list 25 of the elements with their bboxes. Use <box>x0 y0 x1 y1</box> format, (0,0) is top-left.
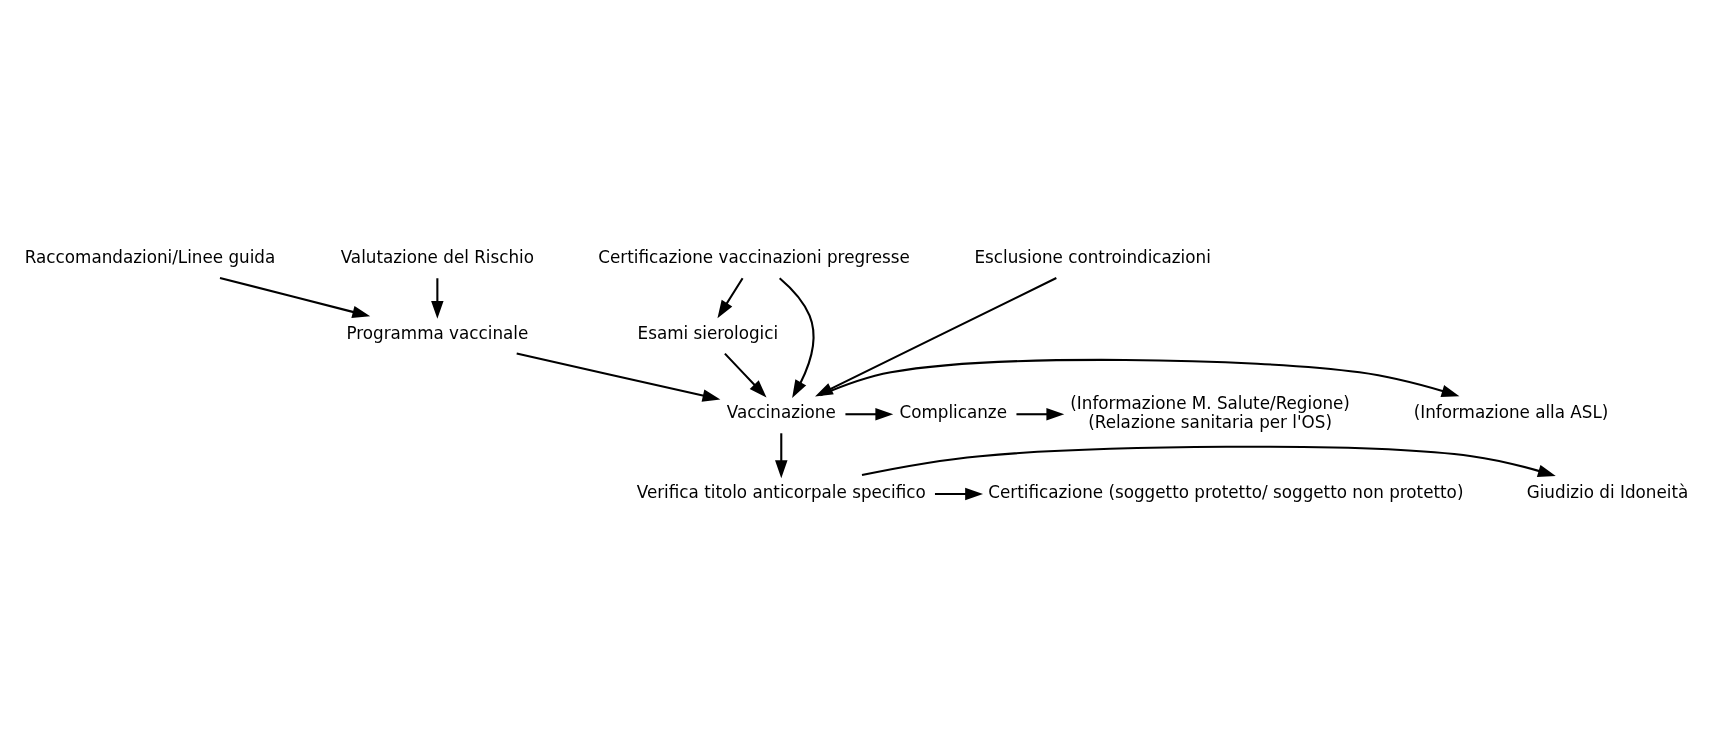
node-text: (Informazione M. Salute/Regione) (Relazione sanitaria per l'OS) <box>1070 392 1350 432</box>
node-text: Programma vaccinale <box>346 322 529 343</box>
node-text: Complicanze <box>899 402 1007 423</box>
node-text: Valutazione del Rischio <box>340 247 535 268</box>
node-text: Esami sierologici <box>637 322 779 343</box>
arrow <box>861 445 1556 477</box>
node-text: Raccomandazioni/Linee guida <box>24 247 276 268</box>
node-text: Certificazione vaccinazioni pregresse <box>598 247 910 268</box>
arrow <box>516 352 721 402</box>
node-text: Certificazione (soggetto protetto/ soggetto non protetto) <box>988 481 1464 502</box>
arrow <box>845 408 894 421</box>
arrow <box>717 277 744 319</box>
node-text: Esclusione controindicazioni <box>974 247 1211 268</box>
arrow <box>775 433 788 479</box>
arrow <box>219 276 371 318</box>
arrow <box>819 358 1460 397</box>
node-text: Giudizio di Idoneità <box>1526 481 1689 502</box>
arrow <box>431 278 444 319</box>
node-text: Verifica titolo anticorpale specifico <box>636 481 926 502</box>
arrow <box>934 487 983 501</box>
arrow <box>779 277 815 398</box>
node-text: Vaccinazione <box>726 402 836 423</box>
arrow <box>1016 408 1065 421</box>
node-text: (Informazione alla ASL) <box>1413 402 1609 423</box>
arrow <box>724 352 767 398</box>
